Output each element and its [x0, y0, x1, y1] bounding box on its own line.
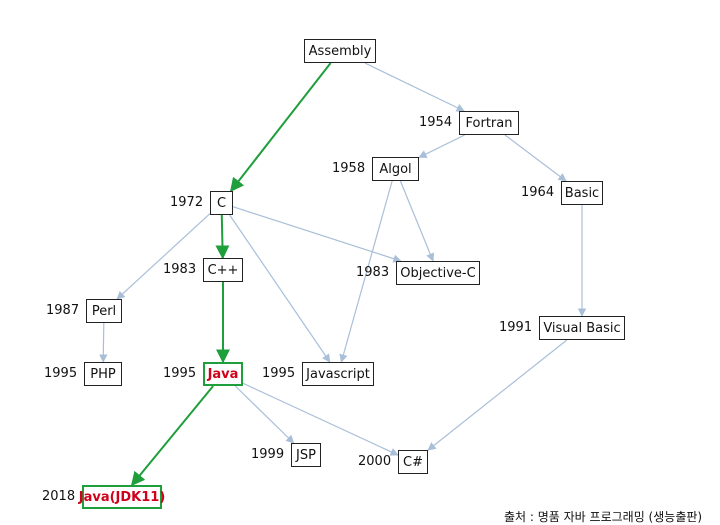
edge-assembly-to-fortran [364, 62, 465, 112]
node-js: Javascript [302, 362, 374, 386]
node-algol: Algol [372, 157, 419, 181]
edge-assembly-to-c [229, 62, 332, 193]
node-c: C [210, 191, 233, 215]
edge-fortran-to-algol [418, 134, 465, 158]
edge-perl-to-php [99, 322, 108, 363]
year-label-objc: 1983 [356, 265, 390, 280]
node-jdk11: Java(JDK11) [79, 485, 165, 509]
node-java: Java [203, 362, 243, 386]
edge-c-to-js [229, 214, 331, 363]
year-label-jdk11: 2018 [42, 489, 76, 504]
year-label-perl: 1987 [46, 303, 80, 318]
year-label-php: 1995 [44, 366, 78, 381]
node-cpp: C++ [203, 258, 243, 282]
node-assembly: Assembly [304, 39, 376, 63]
node-jsp: JSP [291, 443, 321, 467]
edge-vb-to-csharp [427, 339, 568, 451]
node-csharp: C# [398, 450, 428, 474]
edge-java-to-jsp [234, 385, 295, 444]
edge-algol-to-objc [399, 180, 435, 262]
node-basic: Basic [561, 181, 603, 205]
edge-fortran-to-basic [504, 134, 567, 182]
source-caption: 출처 : 명품 자바 프로그래밍 (생능출판) [504, 510, 703, 524]
edge-algol-to-js [339, 180, 393, 363]
edge-java-to-csharp [242, 382, 399, 456]
year-label-js: 1995 [262, 366, 296, 381]
year-label-basic: 1964 [521, 185, 555, 200]
year-label-csharp: 2000 [358, 454, 392, 469]
edge-c-to-objc [232, 206, 402, 263]
year-label-java: 1995 [163, 366, 197, 381]
edge-c-to-cpp [215, 214, 230, 260]
year-label-vb: 1991 [499, 320, 533, 335]
node-objc: Objective-C [396, 261, 480, 285]
year-label-fortran: 1954 [419, 115, 453, 130]
year-label-c: 1972 [170, 195, 204, 210]
node-php: PHP [84, 362, 122, 386]
edge-java-to-jdk11 [130, 385, 214, 487]
node-fortran: Fortran [459, 111, 519, 135]
edge-c-to-perl [116, 213, 211, 300]
node-perl: Perl [86, 299, 122, 323]
year-label-jsp: 1999 [251, 447, 285, 462]
year-label-algol: 1958 [332, 161, 366, 176]
year-label-cpp: 1983 [163, 262, 197, 277]
node-vb: Visual Basic [539, 316, 625, 340]
